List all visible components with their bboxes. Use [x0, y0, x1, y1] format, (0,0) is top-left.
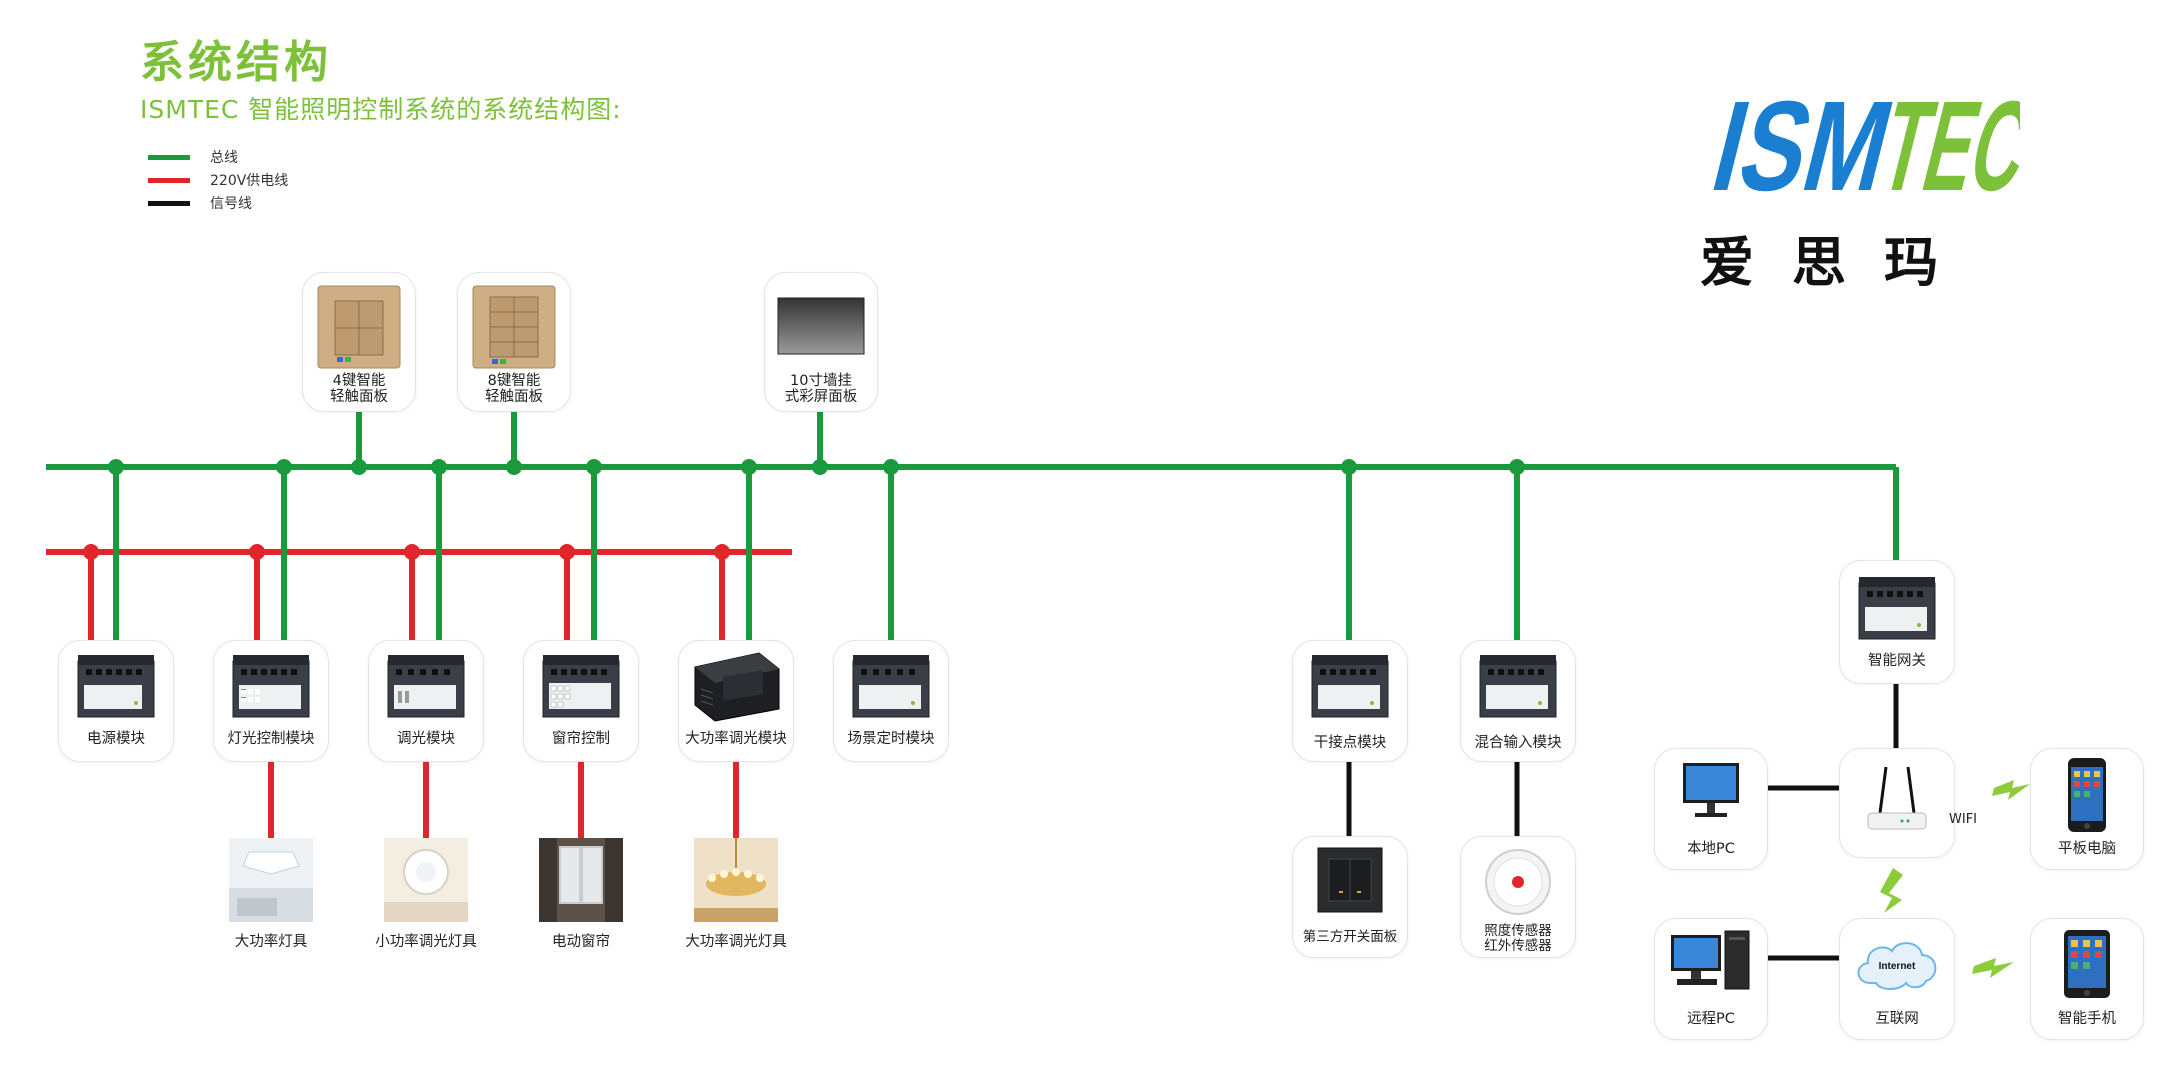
- touchscreen-icon: [777, 297, 865, 355]
- wall-switch-icon: [1317, 847, 1383, 913]
- motorized-curtain-photo: [539, 838, 623, 922]
- load-label: 大功率调光灯具: [685, 934, 787, 950]
- power-dimmer-icon: [694, 652, 780, 722]
- phone-device-icon: [2068, 758, 2106, 832]
- tablet-device-icon: [2064, 930, 2110, 998]
- legend-label: 220V供电线: [210, 173, 289, 189]
- input-card-sensor: 照度传感器 红外传感器: [1460, 836, 1576, 958]
- din-module-icon: [1311, 655, 1389, 718]
- logo-chinese-name: 爱思玛: [1700, 231, 1976, 294]
- network-card-tablet: 平板电脑: [2030, 748, 2144, 870]
- panel-label: 4键智能: [332, 373, 386, 389]
- cloud-text: Internet: [1879, 961, 1916, 972]
- din-module-icon: [542, 655, 620, 718]
- touch-panel-8key-icon: [472, 285, 556, 369]
- module-card-curtain: 窗帘控制: [523, 640, 639, 762]
- panel-label: 轻触面板: [330, 389, 388, 405]
- network-label: 智能手机: [2058, 1011, 2116, 1027]
- load-label: 小功率调光灯具: [375, 934, 477, 950]
- panel-label: 8键智能: [487, 373, 541, 389]
- touch-panel-4key-icon: [317, 285, 401, 369]
- monitor-icon: [1683, 763, 1739, 817]
- legend-item-signal: 信号线: [148, 192, 252, 214]
- module-card-mixed-input: 混合输入模块: [1460, 640, 1576, 762]
- logo-text-ism: ISM: [1700, 82, 1906, 202]
- power-drops: [88, 552, 739, 838]
- legend-swatch-black: [148, 200, 190, 206]
- panel-card-4key: 4键智能 轻触面板: [302, 272, 416, 412]
- panel-label: 轻触面板: [485, 389, 543, 405]
- network-label: 平板电脑: [2058, 841, 2116, 857]
- bus-junctions: [108, 459, 1525, 475]
- sensor-icon: [1485, 849, 1551, 915]
- network-card-remote-pc: 远程PC: [1654, 918, 1768, 1040]
- module-card-scene-timer: 场景定时模块: [833, 640, 949, 762]
- legend-label: 信号线: [210, 196, 252, 212]
- module-label: 灯光控制模块: [227, 731, 315, 747]
- module-card-lighting: 灯光控制模块: [213, 640, 329, 762]
- module-label: 干接点模块: [1313, 735, 1387, 751]
- signal-lines: [1346, 682, 1899, 961]
- module-label: 电源模块: [87, 731, 145, 747]
- din-module-icon: [77, 655, 155, 718]
- module-label: 混合输入模块: [1474, 735, 1562, 751]
- ceiling-lamp-photo: [229, 838, 313, 922]
- network-label: 本地PC: [1687, 841, 1735, 857]
- din-module-icon: [852, 655, 930, 718]
- legend-label: 总线: [210, 150, 238, 166]
- wifi-label: WIFI: [1949, 812, 1977, 827]
- input-card-switch: 第三方开关面板: [1292, 836, 1408, 958]
- bus-drops: [113, 410, 1899, 640]
- network-card-router: [1839, 748, 1955, 858]
- input-label: 照度传感器: [1484, 923, 1552, 939]
- wireless-symbols: [1880, 780, 2030, 978]
- legend-item-power: 220V供电线: [148, 169, 288, 191]
- module-card-dry-contact: 干接点模块: [1292, 640, 1408, 762]
- load-label: 大功率灯具: [234, 934, 308, 950]
- legend-swatch-green: [148, 154, 190, 160]
- network-card-local-pc: 本地PC: [1654, 748, 1768, 870]
- cloud-icon: Internet: [1857, 942, 1937, 990]
- module-label: 窗帘控制: [552, 731, 610, 747]
- din-module-icon: [387, 655, 465, 718]
- page-subtitle: ISMTEC 智能照明控制系统的系统结构图:: [140, 95, 622, 124]
- module-card-power: 电源模块: [58, 640, 174, 762]
- din-module-icon: [1858, 577, 1936, 640]
- network-label: 远程PC: [1687, 1011, 1735, 1027]
- panel-card-touchscreen: 10寸墙挂 式彩屏面板: [764, 272, 878, 412]
- network-card-internet: Internet 互联网: [1839, 918, 1955, 1040]
- panel-label: 式彩屏面板: [784, 389, 858, 405]
- din-module-icon: [232, 655, 310, 718]
- chandelier-photo: [694, 838, 778, 922]
- router-icon: [1867, 766, 1927, 830]
- module-label: 智能网关: [1868, 653, 1926, 669]
- module-card-gateway: 智能网关: [1839, 560, 1955, 684]
- input-label: 第三方开关面板: [1302, 929, 1398, 945]
- legend-item-bus: 总线: [148, 146, 238, 168]
- page-title: 系统结构: [140, 37, 332, 88]
- input-label: 红外传感器: [1484, 938, 1552, 954]
- dimmable-lamp-photo: [384, 838, 468, 922]
- module-card-high-power-dimming: 大功率调光模块: [678, 640, 794, 762]
- legend-swatch-red: [148, 177, 190, 183]
- power-junctions: [83, 544, 730, 560]
- ismtec-logo: ISM TEC: [1700, 82, 2020, 202]
- din-module-icon: [1479, 655, 1557, 718]
- desktop-pc-icon: [1671, 930, 1750, 990]
- panel-label: 10寸墙挂: [790, 373, 852, 389]
- network-label: 互联网: [1875, 1011, 1919, 1027]
- module-card-dimming: 调光模块: [368, 640, 484, 762]
- network-card-phone: 智能手机: [2030, 918, 2144, 1040]
- module-label: 场景定时模块: [847, 731, 935, 747]
- module-label: 调光模块: [397, 731, 455, 747]
- panel-card-8key: 8键智能 轻触面板: [457, 272, 571, 412]
- module-label: 大功率调光模块: [685, 731, 787, 747]
- load-label: 电动窗帘: [552, 934, 610, 950]
